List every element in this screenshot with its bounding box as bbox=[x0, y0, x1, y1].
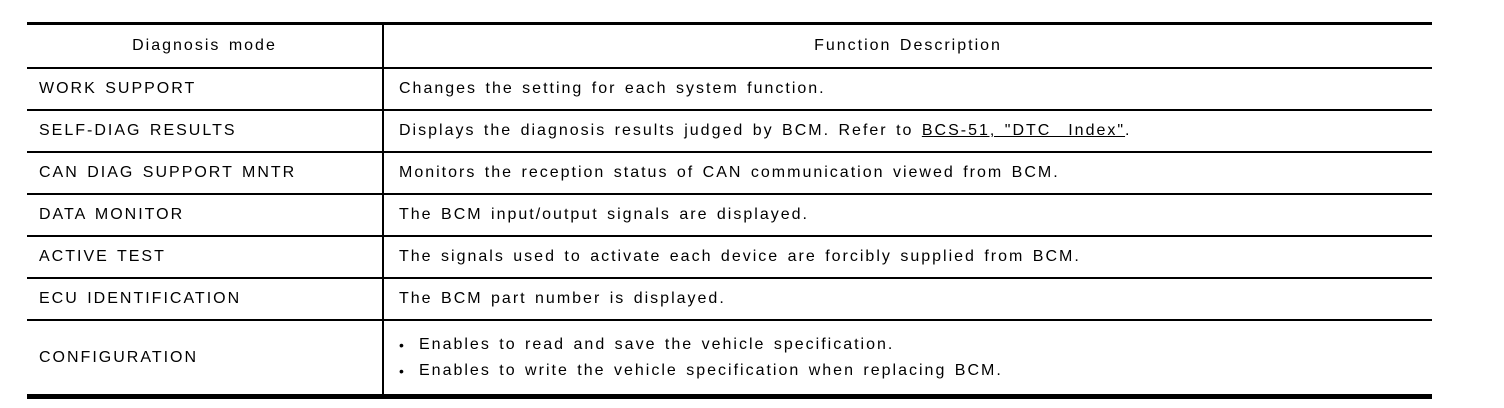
table-row: CONFIGURATION • Enables to read and save… bbox=[27, 319, 1432, 397]
bullet-icon: • bbox=[399, 362, 406, 379]
bullet-text: Enables to read and save the vehicle spe… bbox=[419, 335, 895, 353]
dtc-index-link[interactable]: BCS-51, "DTC Index" bbox=[921, 122, 1126, 139]
description-text: . bbox=[1125, 122, 1132, 139]
table-row: DATA MONITOR The BCM input/output signal… bbox=[27, 193, 1432, 236]
bullet-text: Enables to write the vehicle specificati… bbox=[419, 361, 1003, 379]
function-description-cell: Changes the setting for each system func… bbox=[383, 67, 1432, 110]
diagnosis-mode-cell: SELF-DIAG RESULTS bbox=[27, 109, 384, 152]
function-description-cell: Displays the diagnosis results judged by… bbox=[383, 109, 1432, 152]
function-description-cell: Monitors the reception status of CAN com… bbox=[383, 151, 1432, 194]
function-description-cell: The signals used to activate each device… bbox=[383, 235, 1432, 278]
diagnosis-mode-cell: ACTIVE TEST bbox=[27, 235, 384, 278]
column-header-diagnosis-mode: Diagnosis mode bbox=[27, 23, 384, 68]
diagnosis-mode-cell: ECU IDENTIFICATION bbox=[27, 277, 384, 320]
table-row: SELF-DIAG RESULTS Displays the diagnosis… bbox=[27, 109, 1432, 152]
diagnosis-mode-cell: CONFIGURATION bbox=[27, 319, 384, 397]
diagnosis-mode-cell: CAN DIAG SUPPORT MNTR bbox=[27, 151, 384, 194]
diagnosis-mode-cell: DATA MONITOR bbox=[27, 193, 384, 236]
table-row: WORK SUPPORT Changes the setting for eac… bbox=[27, 67, 1432, 110]
diagnosis-function-table: Diagnosis mode Function Description WORK… bbox=[27, 22, 1432, 399]
description-text: Displays the diagnosis results judged by… bbox=[399, 122, 922, 139]
function-description-cell: The BCM input/output signals are display… bbox=[383, 193, 1432, 236]
bullet-list-item: • Enables to write the vehicle specifica… bbox=[399, 358, 1420, 384]
diagnosis-mode-cell: WORK SUPPORT bbox=[27, 67, 384, 110]
bullet-icon: • bbox=[399, 336, 406, 353]
bullet-list-item: • Enables to read and save the vehicle s… bbox=[399, 332, 1420, 358]
table-header-row: Diagnosis mode Function Description bbox=[27, 23, 1432, 68]
table-row: CAN DIAG SUPPORT MNTR Monitors the recep… bbox=[27, 151, 1432, 194]
function-description-cell: The BCM part number is displayed. bbox=[383, 277, 1432, 320]
table-row: ECU IDENTIFICATION The BCM part number i… bbox=[27, 277, 1432, 320]
table-row: ACTIVE TEST The signals used to activate… bbox=[27, 235, 1432, 278]
column-header-function-description: Function Description bbox=[814, 37, 1002, 54]
function-description-cell: • Enables to read and save the vehicle s… bbox=[383, 319, 1432, 397]
